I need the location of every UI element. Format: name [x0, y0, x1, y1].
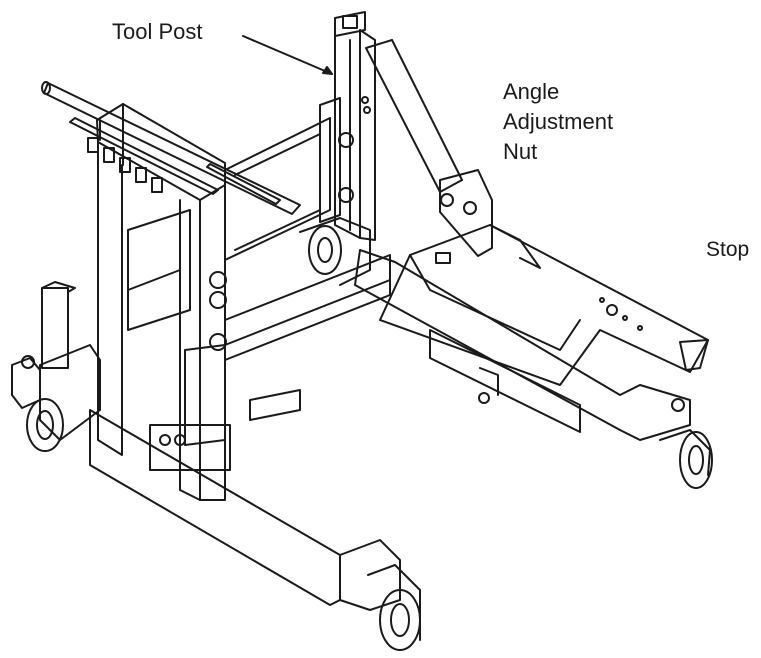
stop-label: Stop — [706, 238, 750, 261]
caster-rear-inner — [299, 217, 371, 286]
left-leg — [21, 281, 401, 611]
angle-label-line2: Adjustment — [503, 109, 614, 134]
tool-post-leader — [242, 35, 333, 75]
angled-arm — [365, 39, 493, 257]
caster-front-right — [659, 429, 713, 489]
lift-cylinder — [127, 209, 227, 446]
angle-label-line1: Angle — [503, 79, 560, 104]
angle-label-line3: Nut — [503, 139, 538, 164]
angle-adjustment-nut-label: Angle Adjustment Nut — [503, 77, 613, 167]
back-plate — [224, 97, 341, 261]
base-crossmember — [149, 254, 391, 471]
fork-assembly — [379, 224, 709, 386]
top-rail — [41, 81, 301, 215]
caster-front-left — [11, 357, 64, 452]
caster-rear-center — [367, 564, 421, 651]
tool-post-label: Tool Post — [112, 19, 203, 44]
right-leg — [354, 249, 691, 441]
clamp-row — [87, 137, 163, 193]
